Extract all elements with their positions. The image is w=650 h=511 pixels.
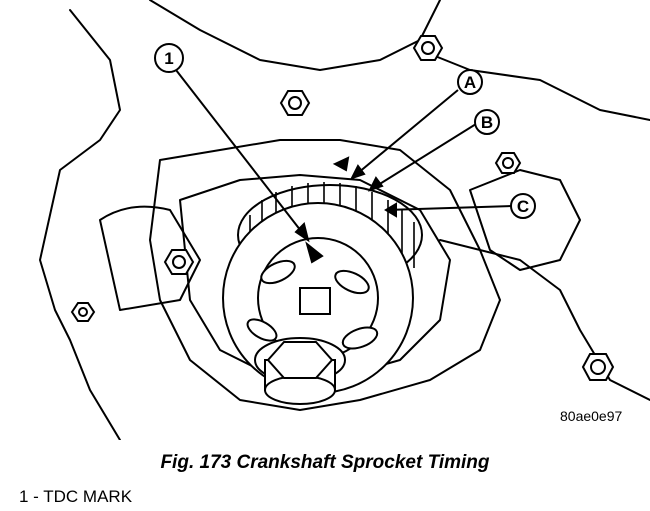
- bolts: [70, 35, 615, 381]
- legend-item: 1 - TDC MARK: [19, 487, 133, 506]
- figure-caption: Fig. 173 Crankshaft Sprocket Timing: [160, 452, 490, 473]
- callout-b: [474, 109, 500, 135]
- keyway: [299, 287, 331, 315]
- bolt-top-right: [412, 35, 444, 61]
- callout-a-label: A: [464, 73, 476, 92]
- right-flange: [469, 169, 581, 271]
- sprocket-slots: [246, 259, 379, 350]
- callout-c: [510, 193, 536, 219]
- engine-illustration: 1 A B C: [39, 0, 650, 440]
- bolt-right: [494, 152, 522, 174]
- leader-lines: [175, 69, 513, 243]
- tdc-mark: [305, 241, 324, 264]
- oil-pump-outline: [149, 139, 501, 411]
- crankshaft-bolt: [254, 337, 346, 405]
- bolt-left: [163, 249, 195, 275]
- engine-block-outline: [39, 9, 121, 440]
- left-flange: [99, 205, 201, 311]
- engine-block-edge: [149, 0, 441, 71]
- bolt-top-center: [279, 90, 311, 116]
- lower-cover-edge: [439, 239, 650, 401]
- bolt-lower-right: [581, 353, 615, 381]
- reference-code: 80ae0e97: [560, 408, 623, 424]
- bolt-lower-left: [70, 302, 96, 322]
- callout-c-label: C: [517, 197, 529, 216]
- cover-edge: [419, 49, 650, 121]
- timing-notch: [332, 156, 350, 172]
- callout-1: [154, 43, 184, 73]
- callout-b-label: B: [481, 113, 493, 132]
- callout-1-label: 1: [164, 49, 173, 68]
- callout-a: [457, 69, 483, 95]
- inner-housing: [179, 174, 451, 381]
